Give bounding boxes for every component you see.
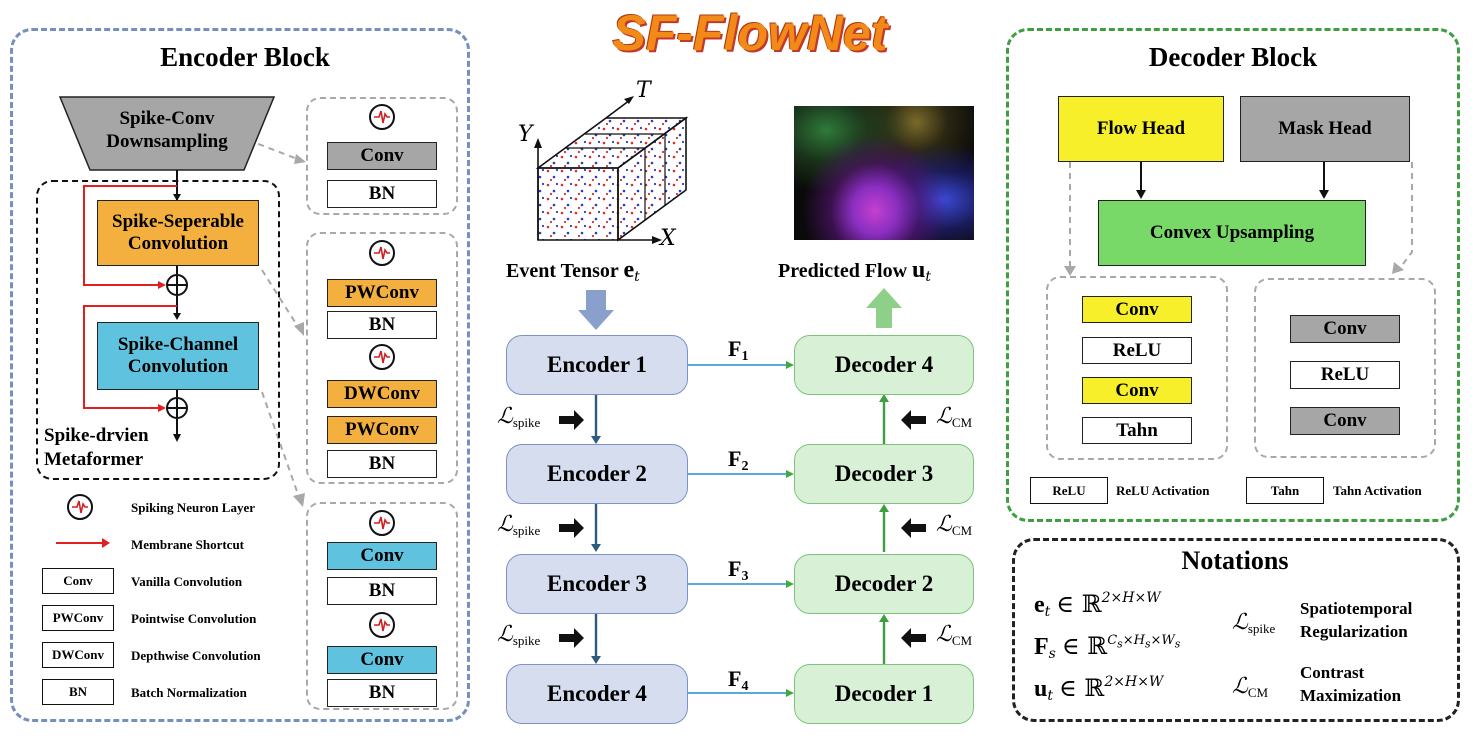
op-dwconv: DWConv: [327, 380, 437, 408]
op-conv: Conv: [1082, 296, 1192, 323]
downsampling-trapezoid: [58, 96, 276, 171]
op-relu: ReLU: [1290, 361, 1400, 389]
downsampling-label: Spike-Conv Downsampling: [106, 108, 228, 152]
axis-t: T: [636, 78, 651, 103]
axis-x: X: [660, 226, 676, 251]
predicted-flow-label: Predicted Flow ut: [778, 257, 932, 285]
loss-cm-label: ℒCM: [936, 404, 973, 430]
op-bn: BN: [327, 450, 437, 478]
predicted-flow-image: [794, 106, 974, 240]
channel-ops: [306, 502, 458, 710]
spiking-neuron-icon: [369, 104, 395, 130]
notation-u: ut ∈ ℝ2×H×W: [1034, 674, 1164, 704]
op-conv: Conv: [1290, 407, 1400, 435]
legend-label: Pointwise Convolution: [131, 611, 257, 626]
spiking-neuron-icon: [369, 344, 395, 370]
encoder-block-frame: [10, 28, 470, 722]
loss-spike-label: ℒspike: [497, 622, 541, 648]
legend-label: Spiking Neuron Layer: [131, 500, 256, 515]
decoder-3: Decoder 3: [794, 444, 974, 504]
loss-spike-label: ℒspike: [497, 512, 541, 538]
notation-contrast-label: Contrast Maximization: [1300, 663, 1402, 705]
legend-key: BN: [42, 679, 114, 705]
op-conv: Conv: [327, 646, 437, 674]
downsampling-ops: [306, 97, 458, 215]
decoder-4: Decoder 4: [794, 335, 974, 395]
encoder-2: Encoder 2: [506, 444, 688, 504]
op-conv: Conv: [1082, 377, 1192, 404]
op-conv: Conv: [327, 542, 437, 570]
op-bn: BN: [327, 180, 437, 208]
flow-head-ops: [1046, 276, 1228, 460]
encoder-block-title: Encoder Block: [160, 42, 330, 72]
feature-f4: F4: [728, 666, 749, 694]
notation-loss-cm: ℒCM: [1232, 674, 1269, 700]
op-bn: BN: [327, 311, 437, 339]
mask-head-ops: [1254, 278, 1436, 458]
decoder-block-title: Decoder Block: [1148, 42, 1318, 72]
notations-frame: [1012, 538, 1460, 722]
loss-spike-label: ℒspike: [497, 404, 541, 430]
legend-label: Vanilla Convolution: [131, 574, 243, 589]
op-pwconv: PWConv: [327, 416, 437, 444]
encoder-3: Encoder 3: [506, 554, 688, 614]
separable-conv-block: Spike-Seperable Convolution: [97, 200, 259, 266]
loss-cm-label: ℒCM: [936, 622, 973, 648]
convex-upsampling-block: Convex Upsampling: [1098, 200, 1366, 266]
feature-f1: F1: [728, 336, 749, 364]
metaformer-frame: [36, 180, 280, 480]
op-tahn: Tahn: [1082, 417, 1192, 444]
legend-label: Membrane Shortcut: [131, 537, 245, 552]
legend-tahn-key: Tahn: [1246, 477, 1324, 504]
decoder-1: Decoder 1: [794, 664, 974, 724]
op-bn: BN: [327, 679, 437, 707]
legend-neuron-icon: [67, 494, 93, 520]
op-relu: ReLU: [1082, 337, 1192, 364]
spiking-neuron-icon: [369, 240, 395, 266]
feature-f3: F3: [728, 556, 749, 584]
op-bn: BN: [327, 577, 437, 605]
main-title: SF-FlowNet: [612, 5, 888, 61]
notation-spatio-label: Spatiotemporal Regularization: [1300, 599, 1413, 641]
legend-label: Batch Normalization: [131, 685, 247, 700]
separable-ops: [306, 232, 458, 484]
decoder-block-frame: [1006, 28, 1460, 522]
encoder-4: Encoder 4: [506, 664, 688, 724]
notation-e: et ∈ ℝ2×H×W: [1034, 590, 1161, 620]
feature-f2: F2: [728, 446, 749, 474]
event-tensor-label: Event Tensor et: [506, 257, 640, 285]
spiking-neuron-icon: [369, 510, 395, 536]
legend-key: DWConv: [42, 642, 114, 668]
flow-head-block: Flow Head: [1058, 96, 1224, 162]
legend-tahn-label: Tahn Activation: [1333, 483, 1422, 498]
notation-loss-spike: ℒspike: [1232, 610, 1276, 636]
legend-relu-key: ReLU: [1030, 477, 1108, 504]
legend-key: PWConv: [42, 605, 114, 631]
axis-y: Y: [518, 122, 533, 147]
op-conv: Conv: [1290, 315, 1400, 343]
decoder-2: Decoder 2: [794, 554, 974, 614]
spiking-neuron-icon: [369, 612, 395, 638]
legend-key: Conv: [42, 568, 114, 594]
legend-relu-label: ReLU Activation: [1116, 483, 1210, 498]
metaformer-label: Spike-drvien Metaformer: [44, 425, 149, 470]
op-conv: Conv: [327, 142, 437, 170]
legend-label: Depthwise Convolution: [131, 648, 261, 663]
notations-title: Notations: [1181, 546, 1289, 575]
mask-head-block: Mask Head: [1240, 96, 1410, 162]
channel-conv-block: Spike-Channel Convolution: [97, 322, 259, 390]
encoder-1: Encoder 1: [506, 335, 688, 395]
op-pwconv: PWConv: [327, 279, 437, 307]
notation-f: Fs ∈ ℝCs×Hs×Ws: [1034, 632, 1181, 662]
loss-cm-label: ℒCM: [936, 512, 973, 538]
